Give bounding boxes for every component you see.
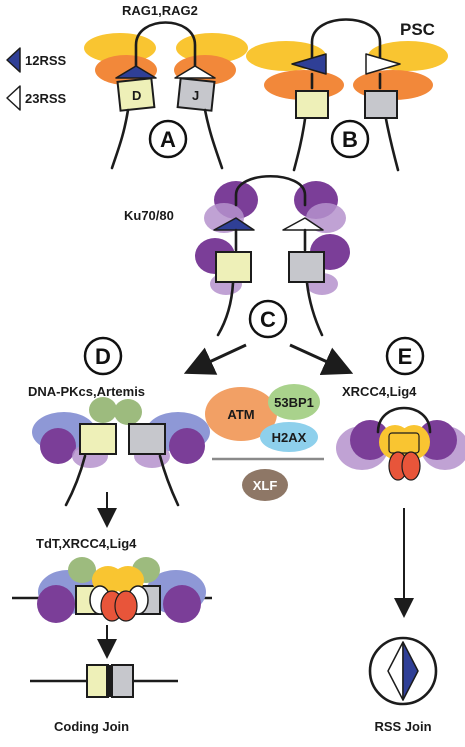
coding-join-label: Coding Join	[54, 719, 129, 734]
step-d-label: D	[95, 344, 111, 369]
step-d-circle	[83, 336, 123, 376]
rss23-triangle	[365, 53, 401, 75]
step-e-label: E	[398, 344, 413, 369]
arrow-to-d	[183, 343, 247, 375]
tdt-label: TdT,XRCC4,Lig4	[36, 536, 137, 551]
xlf-label: XLF	[253, 478, 278, 493]
rss12-legend-triangle	[6, 47, 21, 73]
panel-c: Ku70/80 C	[124, 175, 350, 339]
panel-e: E XRCC4,Lig4 RSS Join	[336, 336, 465, 734]
53bp1-label: 53BP1	[274, 395, 314, 410]
d-segment	[215, 251, 252, 283]
dnapk-label: DNA-PKcs,Artemis	[28, 384, 145, 399]
h2ax-label: H2AX	[272, 430, 307, 445]
ku-label: Ku70/80	[124, 208, 174, 223]
step-e-circle	[385, 336, 425, 376]
d-segment	[116, 77, 156, 112]
j-segment	[111, 664, 134, 698]
step-b-circle	[330, 119, 370, 159]
psc-label: PSC	[400, 20, 435, 39]
step-c-label: C	[260, 307, 276, 332]
xrcc4-label: XRCC4,Lig4	[342, 384, 417, 399]
step-a-circle	[148, 119, 188, 159]
53bp1-blob	[268, 384, 320, 420]
rss12-triangle	[291, 53, 327, 75]
d-segment	[295, 90, 329, 119]
d-segment-label: D	[132, 88, 141, 103]
d-segment	[86, 664, 109, 698]
coding-joint	[106, 665, 113, 697]
step-b-label: B	[342, 127, 358, 152]
rss-join-label: RSS Join	[374, 719, 431, 734]
rss12-triangle	[213, 217, 255, 231]
rss23-legend-label: 23RSS	[25, 91, 67, 106]
rss12-triangle	[115, 65, 157, 79]
arrow-to-e	[289, 343, 354, 375]
atm-label: ATM	[227, 407, 254, 422]
step-c-circle	[248, 299, 288, 339]
panel-d: D DNA-PKcs,Artemis TdT,XRCC4,Lig4	[12, 336, 212, 734]
rss23-legend-triangle	[6, 85, 21, 111]
step-a-label: A	[160, 127, 176, 152]
j-segment-label: J	[192, 88, 199, 103]
panel-a: RAG1,RAG2 D J A	[84, 3, 248, 170]
rag-label: RAG1,RAG2	[122, 3, 198, 18]
j-segment	[176, 77, 216, 112]
j-segment	[364, 90, 398, 119]
h2ax-blob	[260, 422, 318, 452]
panel-b: PSC B	[246, 18, 448, 172]
j-segment	[288, 251, 325, 283]
repair-factors: ATM 53BP1 H2AX XLF	[205, 384, 324, 501]
rss23-triangle	[174, 65, 216, 79]
atm-blob	[205, 387, 277, 441]
xlf-blob	[242, 469, 288, 501]
j-segment	[128, 423, 166, 455]
rag-yellow-left	[84, 33, 156, 63]
rss12-triangle	[402, 641, 419, 701]
legend: 12RSS 23RSS	[6, 47, 67, 111]
rss12-legend-label: 12RSS	[25, 53, 67, 68]
rss23-triangle	[282, 217, 324, 231]
d-segment	[79, 423, 117, 455]
